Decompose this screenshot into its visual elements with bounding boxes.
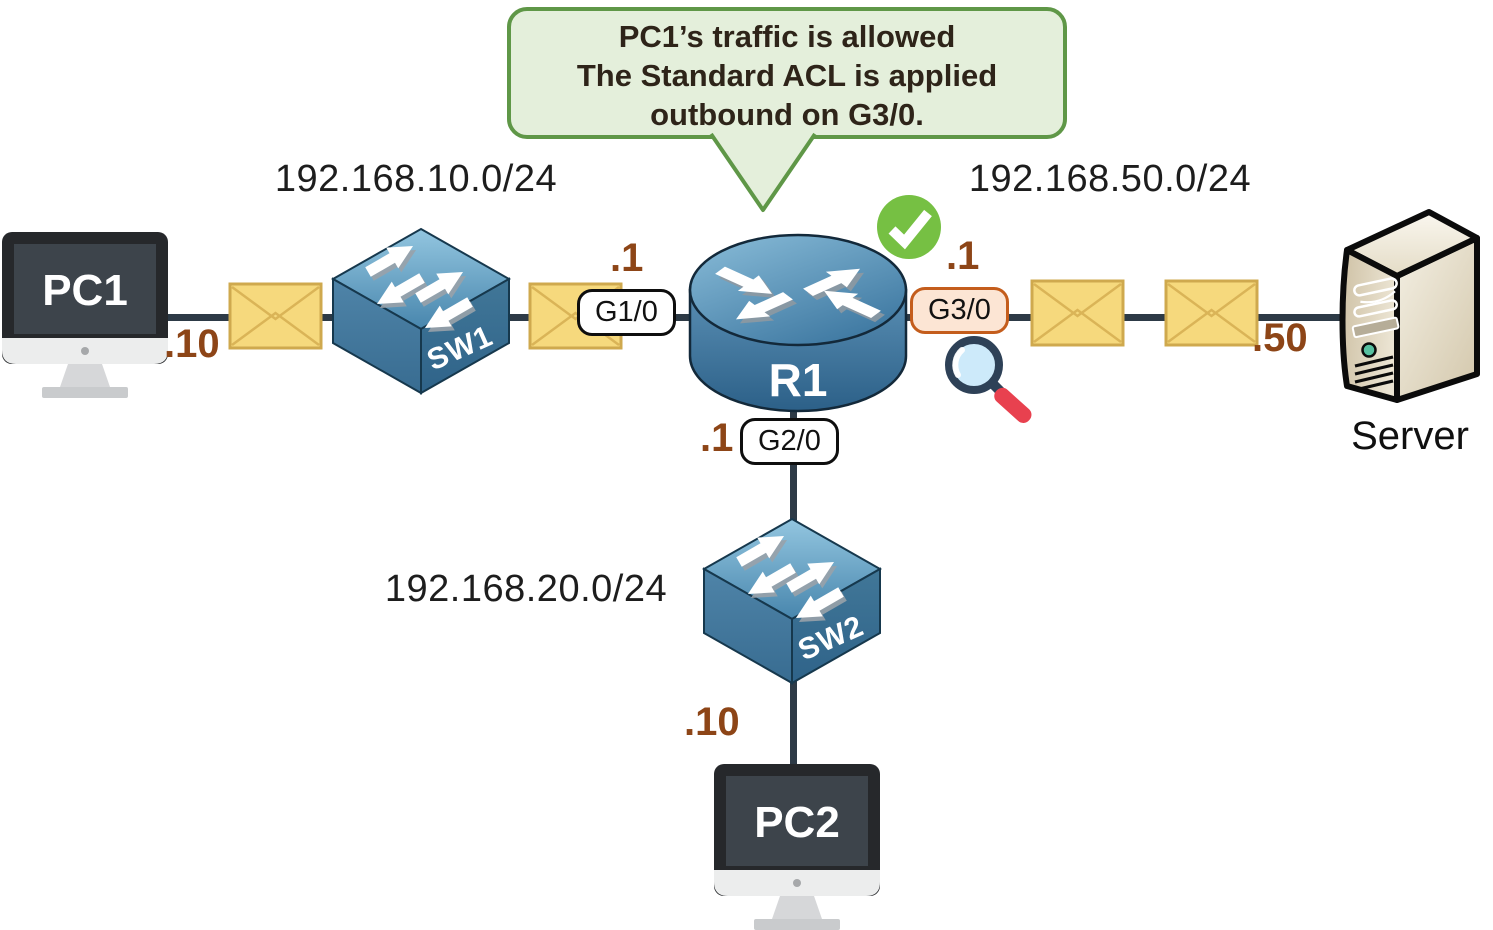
switch-sw2-icon: SW2	[701, 516, 883, 686]
callout-line-3: outbound on G3/0.	[650, 97, 924, 132]
link-vertical-r1-to-sw2	[790, 404, 797, 534]
switch-sw1-icon: SW1	[330, 226, 512, 396]
router-r1-icon: R1	[688, 233, 908, 413]
server-front-details	[1351, 277, 1400, 392]
interface-pill-g3-0-highlighted: G3/0	[910, 287, 1009, 335]
server-address: .50	[1252, 316, 1308, 360]
server-caption: Server	[1351, 414, 1469, 458]
pc2-label: PC2	[754, 798, 840, 847]
network-label-lan20: 192.168.20.0/24	[384, 568, 668, 610]
magnifier-icon	[945, 336, 1032, 423]
packet-envelope-icon	[228, 282, 323, 350]
interface-pill-g2-0: G2/0	[740, 418, 839, 466]
interface-pill-g1-0: G1/0	[577, 289, 676, 337]
r1-g2-address: .1	[700, 416, 734, 460]
pc1-label: PC1	[42, 266, 128, 315]
packet-envelope-icon	[1164, 279, 1259, 347]
pc1-computer-icon: PC1	[2, 232, 168, 398]
r1-label: R1	[769, 354, 828, 406]
link-vertical-sw2-to-pc2	[790, 670, 797, 772]
server-icon	[1339, 209, 1480, 403]
network-label-lan10: 192.168.10.0/24	[274, 158, 558, 200]
allowed-check-icon	[877, 195, 941, 259]
r1-g3-address: .1	[946, 234, 980, 278]
callout-tail	[709, 132, 817, 212]
callout-line-1: PC1’s traffic is allowed	[618, 19, 956, 54]
packet-envelope-icon	[1030, 279, 1125, 347]
pc2-address: .10	[684, 700, 740, 744]
pc1-address: .10	[164, 322, 220, 366]
acl-callout-bubble: PC1’s traffic is allowed The Standard AC…	[507, 7, 1067, 139]
callout-line-2: The Standard ACL is applied	[576, 58, 998, 93]
network-label-lan50: 192.168.50.0/24	[968, 158, 1252, 200]
r1-g1-address: .1	[610, 236, 644, 280]
pc2-computer-icon: PC2	[714, 764, 880, 930]
